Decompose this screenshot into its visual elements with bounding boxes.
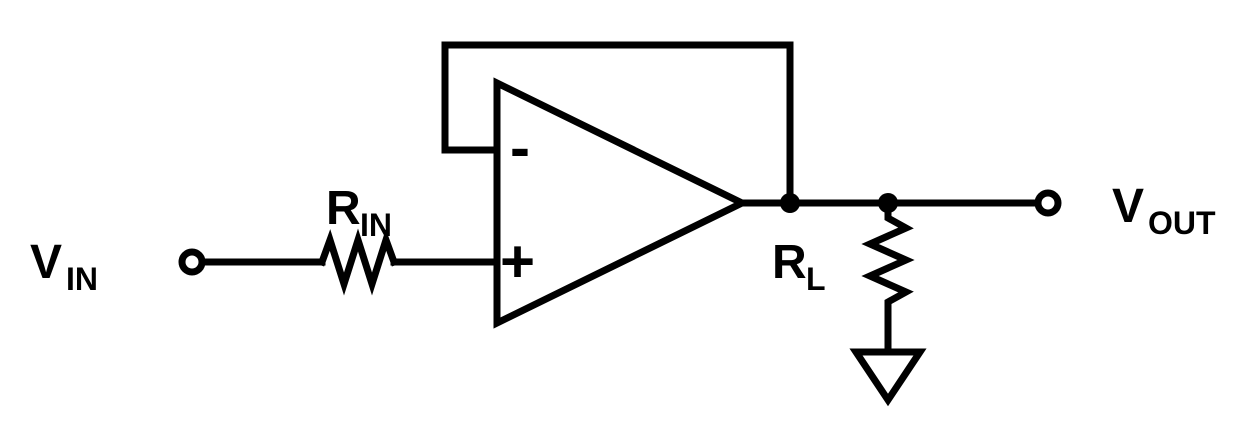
- vin-subscript: IN: [66, 261, 98, 297]
- input-terminal: [178, 248, 206, 276]
- rin-label: R: [326, 182, 361, 235]
- feedback-junction-dot: [780, 193, 800, 213]
- opamp-minus-sign: -: [510, 114, 530, 181]
- rin-resistor: [317, 228, 399, 296]
- vout-subscript: OUT: [1148, 205, 1216, 241]
- rl-label: R: [772, 236, 807, 289]
- vout-label: V: [1112, 180, 1144, 233]
- vin-label: V: [30, 236, 62, 289]
- ground-symbol: [849, 348, 927, 407]
- rl-subscript: L: [806, 261, 826, 297]
- opamp-plus-sign: +: [500, 228, 535, 295]
- feedback-wire: [441, 41, 794, 207]
- output-terminal: [1034, 189, 1062, 217]
- rl-resistor: [861, 199, 915, 356]
- opamp-triangle: [493, 77, 750, 329]
